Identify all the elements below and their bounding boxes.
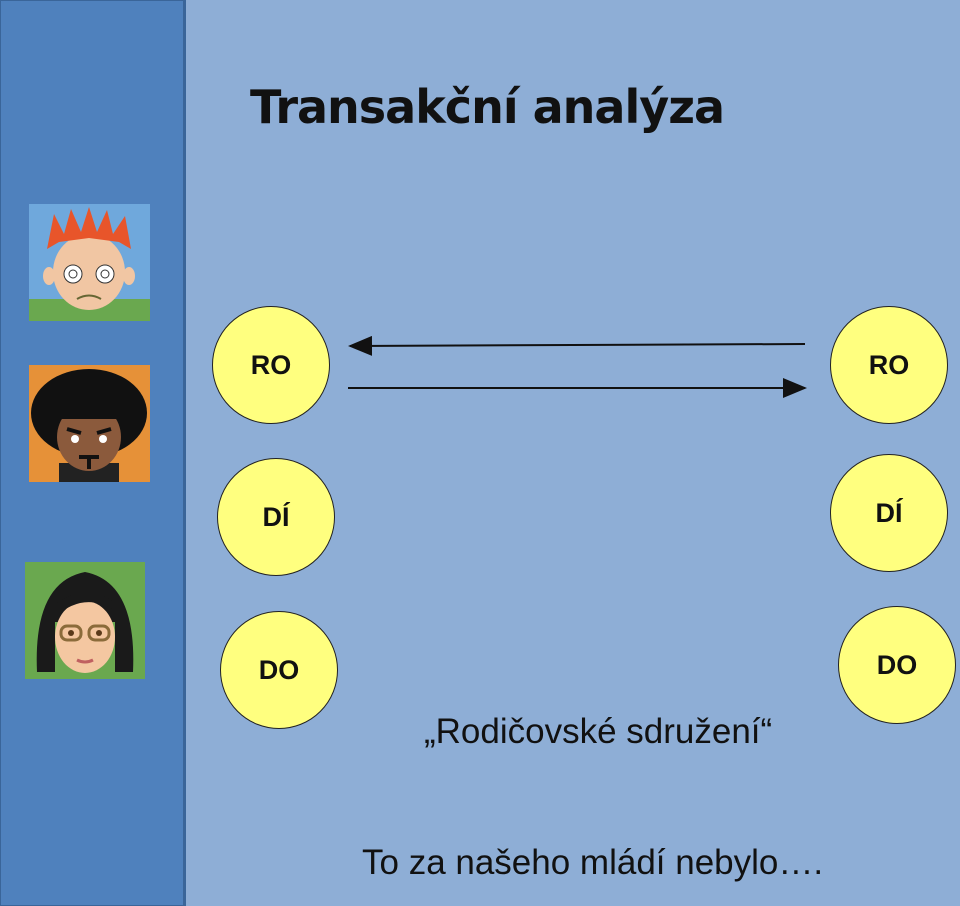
slide-title: Transakční analýza [250,80,725,134]
afro-man-icon [29,365,150,482]
left-adult-state: DÍ [217,458,335,576]
red-haired-boy-icon [29,204,150,321]
note-text: To za našeho mládí nebylo…. [362,843,824,882]
arrow-right-to-left [348,335,806,356]
right-adult-state: DÍ [830,454,948,572]
left-child-state: DO [220,611,338,729]
caption-text: „Rodičovské sdružení“ [424,712,773,751]
left-parent-state: RO [212,306,330,424]
right-child-state: DO [838,606,956,724]
glasses-woman-icon [25,562,145,679]
right-parent-state: RO [830,306,948,424]
